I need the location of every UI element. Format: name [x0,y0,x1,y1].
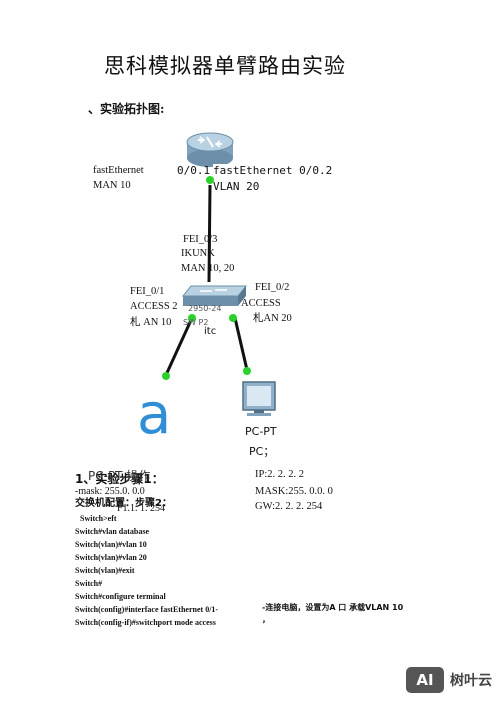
switch-pc-right-cable [233,317,249,371]
note-mark: ， [262,615,270,624]
section-topology-heading: 、实验拓扑图: [88,102,165,116]
link-light [243,367,251,375]
left-mask-overlay: -mask: 255.0. 0.0 [75,486,145,497]
switch-right-vlan: 札AN 20 [253,313,292,324]
switch-pc-left-cable [164,317,194,376]
pc-monitor-icon [242,381,276,416]
switch-right-mode: ACCESS [241,298,281,309]
trunk-mode: IKUNK [181,248,215,259]
right-pc-gateway: GW:2. 2. 2. 254 [255,501,323,512]
switch-name: itc [204,326,217,337]
link-light [188,314,196,322]
router-left-label-2: MAN 10 [93,180,131,191]
pc-left-glyph: a [137,382,172,447]
switch-left-mode: ACCESS 2 [130,301,178,312]
trunk-vlans: MAN 10, 20 [181,263,235,274]
command-line: Switch(config)#interface fastEthernet 0/… [75,605,219,614]
trunk-port: FEI_0/3 [183,234,218,245]
command-line: Switch>eft [80,514,117,523]
pc-right-type: PC-PT [245,425,277,438]
command-line: Switch(vlan)#vlan 10 [75,540,147,549]
watermark: AI 树叶云 [406,667,492,693]
switch-model-overlay: 2950-24 [188,304,222,313]
link-light [162,372,170,380]
switch-icon [181,285,248,306]
pc-right-name: PC； [249,445,275,458]
switch-left-port: FEI_0/1 [130,286,165,297]
note-text: -连接电脑，设置为A 口 承载VLAN 10 [262,603,404,612]
command-line: Switch(vlan)#exit [75,566,135,575]
router-port-left: 0/0.1 [177,164,211,177]
switch-port-overlay: SW P2 [183,318,209,327]
left-gateway: F1.1. 1. 254 [117,503,166,514]
right-pc-mask: MASK:255. 0.0. 0 [255,486,333,497]
router-left-label-1: fastEthernet [93,165,144,176]
switch-left-vlan: 札 AN 10 [130,317,172,328]
command-line: Switch#vlan database [75,527,150,536]
steps-heading: 1、实验步骤1： [75,472,164,486]
command-line: Switch(config-if)#switchport mode access [75,618,216,627]
command-line: Switch(vlan)#vlan 20 [75,553,147,562]
topology-diagram [162,132,276,416]
steps-sub: 交换机配置：步骤2： [75,498,172,509]
command-line: Switch#configure terminal [75,592,166,601]
command-line: Switch# [75,579,103,588]
watermark-logo-icon: AI [406,667,444,693]
router-port-right: fastEthernet 0/0.2 [213,164,333,177]
steps-overlay: PC-PT 操作 [88,469,151,483]
router-switch-cable [207,184,212,283]
router-vlan-right: VLAN 20 [213,180,260,193]
link-light [229,314,237,322]
right-pc-ip: IP:2. 2. 2. 2 [255,469,305,480]
link-light [206,176,214,184]
page-title: 思科模拟器单臂路由实验 [104,54,346,78]
switch-right-port: FEI_0/2 [255,282,290,293]
watermark-text: 树叶云 [450,673,492,689]
router-icon [186,132,234,167]
